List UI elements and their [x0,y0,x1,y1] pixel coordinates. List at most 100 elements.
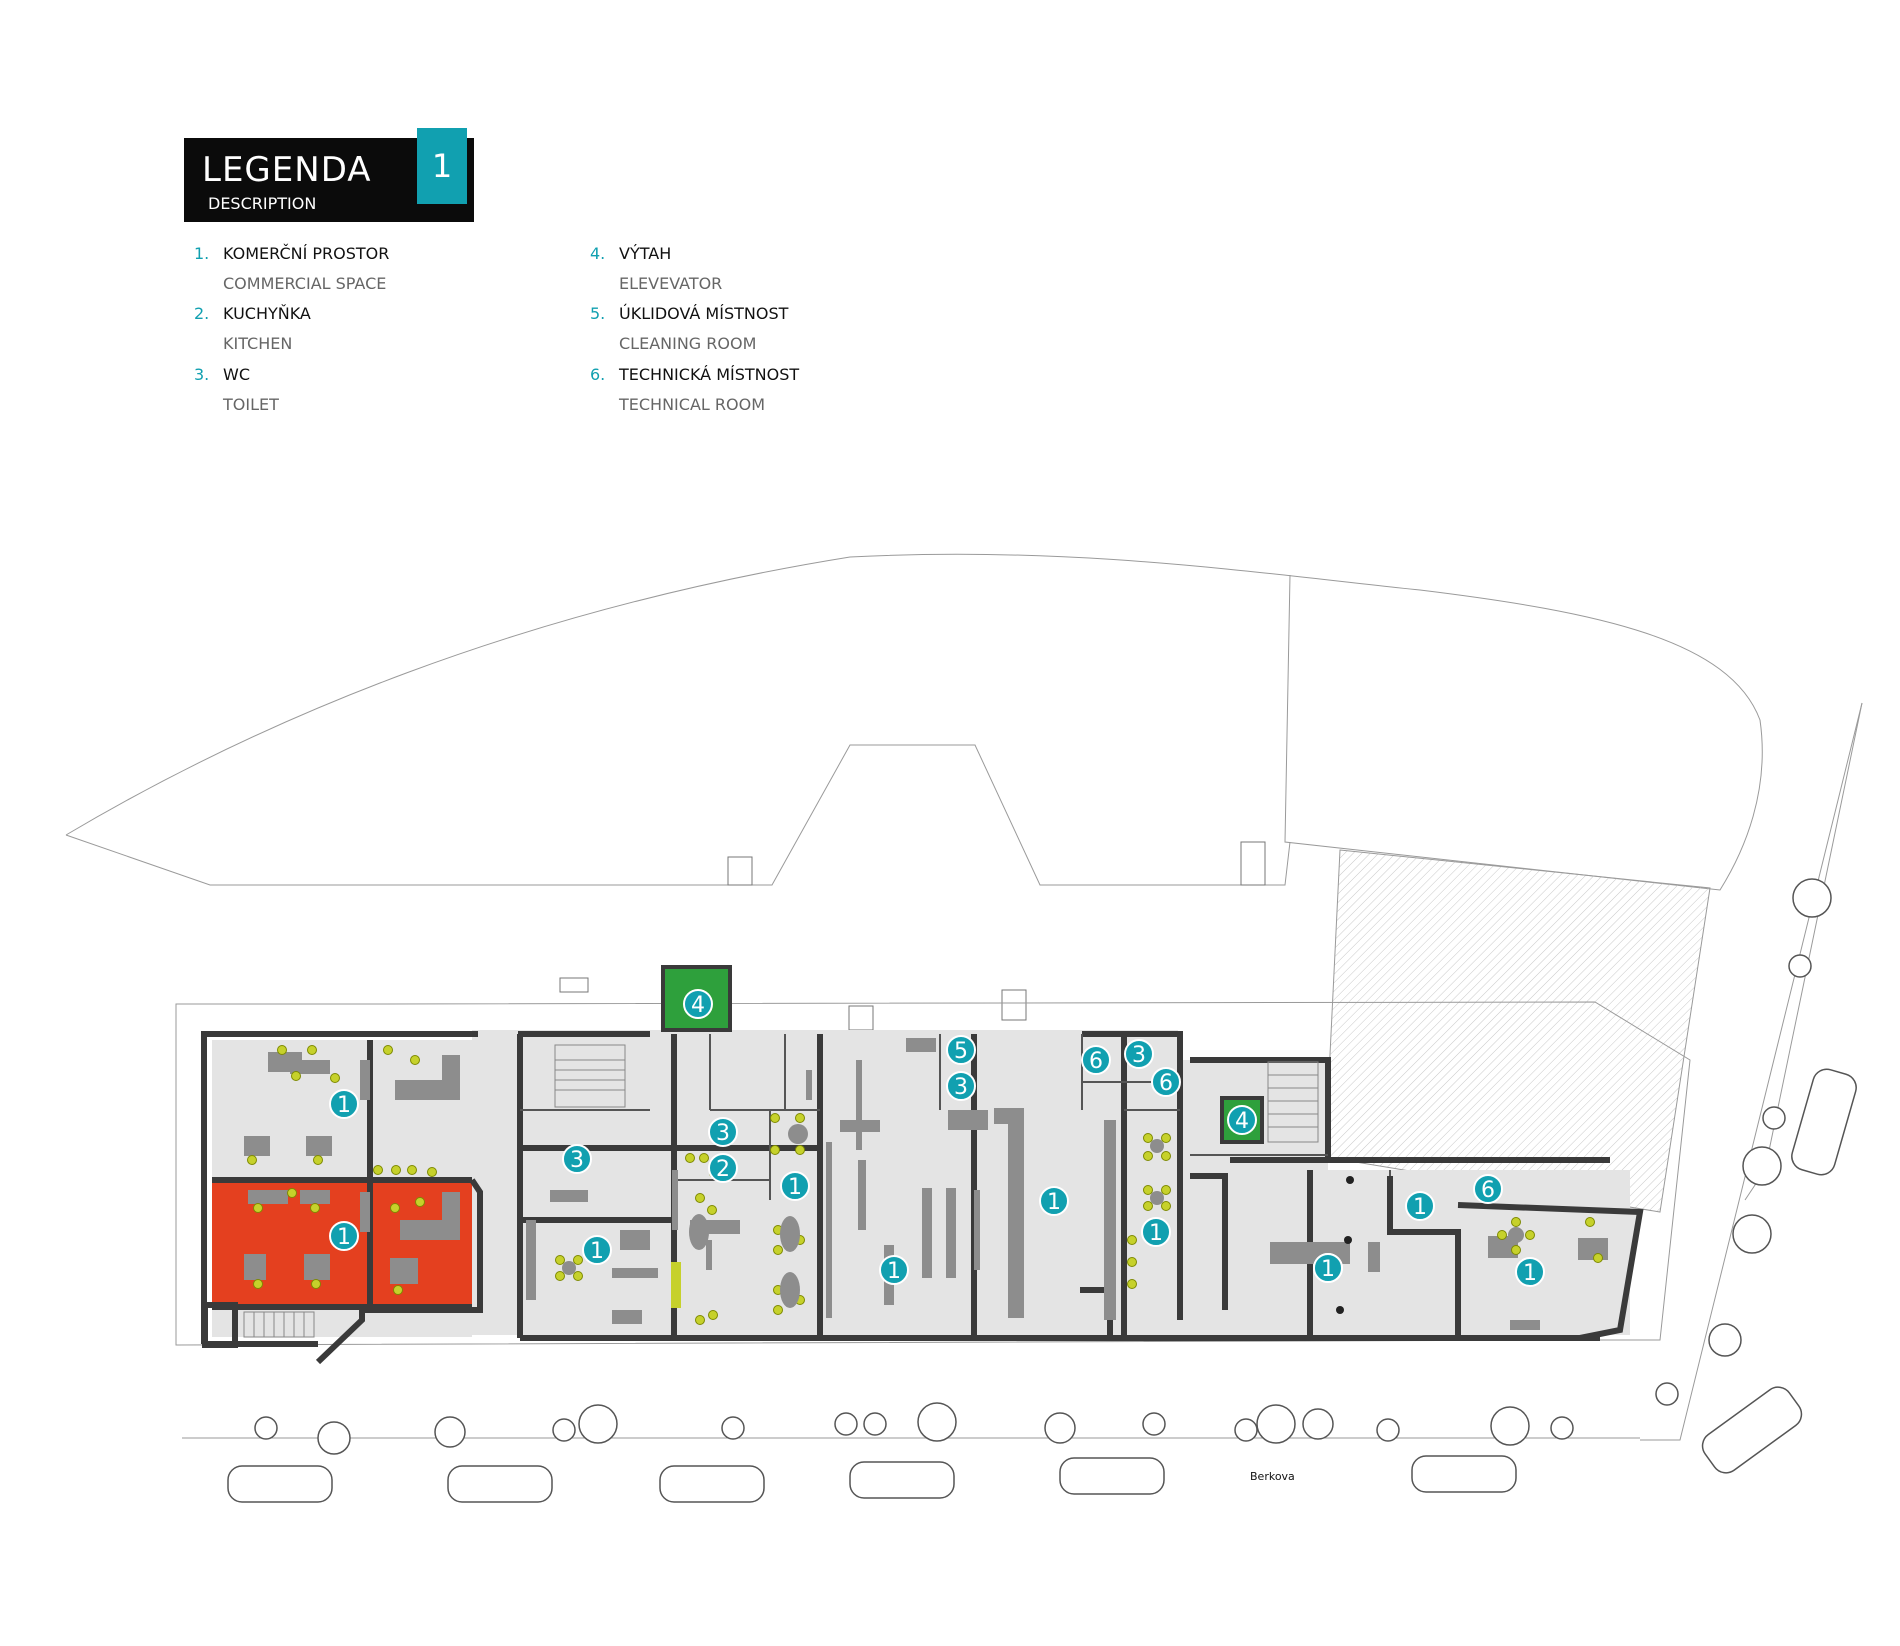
room-marker: 1 [879,1255,909,1285]
room-marker-label: 3 [716,1121,730,1146]
room-marker-circle [683,989,713,1019]
legend-item-translation: ELEVEVATOR [619,274,723,293]
car-icon [227,1465,333,1503]
legend-item-number: 5. [590,304,606,323]
room-marker-label: 4 [1235,1109,1249,1134]
legend-item-label: KOMERČNÍ PROSTOR [223,244,390,263]
legend-item-number: 1. [194,244,210,263]
tree-icon [1732,1214,1772,1254]
room-marker-label: 3 [1132,1043,1146,1068]
round-tables [562,1124,1524,1308]
car-icon [447,1465,553,1503]
room-marker: 4 [1227,1105,1257,1135]
room-marker-label: 1 [1149,1221,1163,1246]
legend-item-translation: COMMERCIAL SPACE [223,274,387,293]
tree-icon [1792,878,1832,918]
room-marker: 1 [329,1221,359,1251]
tree-icon [434,1416,466,1448]
room-marker-label: 6 [1089,1049,1103,1074]
site-line-right [1640,702,1863,1441]
room-marker-label: 1 [1047,1190,1061,1215]
car-icon [1411,1455,1517,1493]
room-marker-label: 1 [590,1239,604,1264]
room-marker-circle [1227,1105,1257,1135]
cars [227,1068,1857,1503]
room-marker: 3 [562,1144,592,1174]
room-marker: 1 [780,1171,810,1201]
room-marker-label: 1 [1523,1261,1537,1286]
tree-icon [1708,1323,1742,1357]
room-marker-circle [562,1144,592,1174]
legend-item-label: WC [223,365,250,384]
courtyard-inner-line [65,744,1291,886]
room-marker-circle [708,1117,738,1147]
room-marker-circle [1124,1039,1154,1069]
room-marker-label: 1 [337,1093,351,1118]
tree-icon [1550,1416,1574,1440]
room-marker: 4 [683,989,713,1019]
legend-item-number: 3. [194,365,210,384]
car-icon [1059,1457,1165,1495]
courtyard-boundary [65,553,1763,891]
room-marker: 6 [1473,1174,1503,1204]
legend-title: LEGENDA [202,150,372,190]
tree-icon [1302,1408,1334,1440]
room-marker-label: 3 [570,1148,584,1173]
room-marker-label: 5 [954,1039,968,1064]
tree-icon [1256,1404,1296,1444]
columns [1336,1176,1354,1314]
room-marker-circle [708,1153,738,1183]
legend-item-number: 4. [590,244,606,263]
chairs [247,1045,1603,1325]
tree-icon [317,1421,351,1455]
car-icon [849,1461,955,1499]
room-marker: 5 [946,1035,976,1065]
tree-icon [1742,1146,1782,1186]
room-marker: 1 [1039,1186,1069,1216]
legend-item-translation: CLEANING ROOM [619,334,757,353]
room-marker-label: 6 [1481,1178,1495,1203]
hatched-area [1324,849,1711,1213]
tree-icon [1655,1382,1679,1406]
tree-icon [254,1416,278,1440]
room-marker-circle [1141,1217,1171,1247]
legend-item-label: TECHNICKÁ MÍSTNOST [619,365,800,384]
room-marker-circle [1313,1253,1343,1283]
site-outline [175,1001,1691,1346]
tree-icon [721,1416,745,1440]
room-marker-label: 1 [337,1225,351,1250]
room-marker: 1 [1141,1217,1171,1247]
room-marker-label: 6 [1159,1071,1173,1096]
room-marker: 1 [1405,1191,1435,1221]
room-marker-label: 4 [691,993,705,1018]
legend-item-number: 6. [590,365,606,384]
room-marker: 6 [1151,1067,1181,1097]
room-marker-circle [879,1255,909,1285]
room-marker-circle [1405,1191,1435,1221]
room-marker-circle [1515,1257,1545,1287]
legend-item-label: KUCHYŇKA [223,304,311,323]
trees [254,878,1832,1455]
walls [201,1031,1644,1365]
tree-icon [552,1418,576,1442]
legend-subtitle: DESCRIPTION [208,194,317,213]
room-marker-circle [1081,1045,1111,1075]
legend-item-label: ÚKLIDOVÁ MÍSTNOST [619,304,789,323]
room-marker: 1 [1313,1253,1343,1283]
tree-icon [1376,1418,1400,1442]
tree-icon [1788,954,1812,978]
tree-icon [1142,1412,1166,1436]
room-marker-label: 1 [1413,1195,1427,1220]
car-icon [1701,1386,1803,1474]
room-marker-label: 3 [954,1075,968,1100]
room-marker: 3 [946,1071,976,1101]
room-marker-label: 1 [1321,1257,1335,1282]
room-marker-label: 2 [716,1157,730,1182]
room-marker: 1 [329,1089,359,1119]
room-marker-circle [946,1071,976,1101]
legend-item-label: VÝTAH [619,244,672,263]
room-marker-circle [946,1035,976,1065]
interior-stairs [243,1044,1319,1338]
room-marker: 3 [1124,1039,1154,1069]
